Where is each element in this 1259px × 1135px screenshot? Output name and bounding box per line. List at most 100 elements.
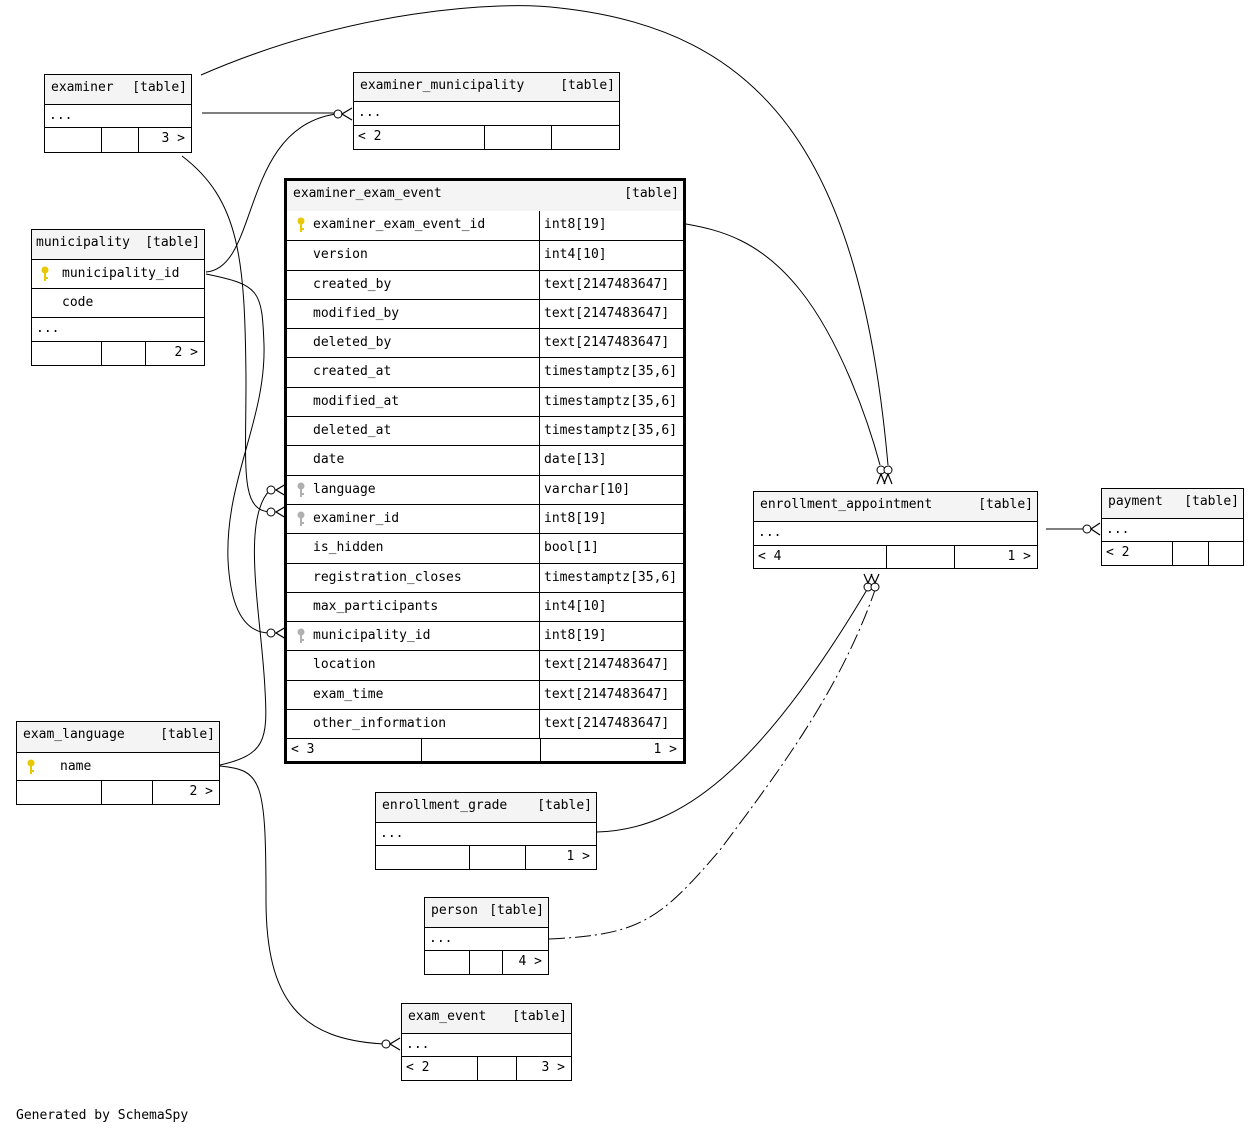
foreign-key-icon — [297, 482, 305, 497]
column-name-cell: created_by — [287, 270, 540, 299]
table-footer: < 2 — [1102, 541, 1243, 565]
table-footer: 3 > — [45, 127, 191, 152]
column-name: max_participants — [313, 598, 439, 614]
table-header: payment [table] — [1102, 489, 1243, 518]
column-name: modified_by — [313, 305, 400, 321]
marker-crows-foot — [1089, 522, 1101, 536]
more-columns: ... — [32, 317, 204, 341]
column-name-cell: date — [287, 446, 540, 475]
edge-person-enrollment-appointment — [548, 589, 876, 940]
parent-count[interactable]: < 3 — [291, 742, 315, 758]
table-examiner-municipality[interactable]: examiner_municipality [table] ... < 2 — [353, 72, 620, 150]
marker-crows-foot — [274, 483, 287, 497]
child-count[interactable]: 1 > — [653, 742, 677, 758]
column-name: municipality_id — [62, 266, 180, 281]
column-name-cell: max_participants — [287, 592, 540, 622]
column-name-cell: registration_closes — [287, 563, 540, 592]
footer-cell — [886, 546, 954, 568]
column-type: timestamptz[35,6] — [544, 569, 678, 585]
footer-cell: < 2 — [402, 1057, 477, 1080]
footer-cell — [45, 128, 101, 152]
footer-cell — [101, 342, 145, 365]
footer-cell — [469, 951, 502, 974]
table-header: examiner [table] — [45, 75, 191, 104]
table-name: enrollment_grade — [382, 798, 508, 813]
more-columns: ... — [1102, 518, 1243, 541]
table-exam-event[interactable]: exam_event [table] ... < 2 3 > — [401, 1003, 572, 1081]
column-name-cell: municipality_id — [287, 622, 540, 651]
edge-municipality-examiner-exam-event — [205, 273, 271, 634]
more-columns: ... — [354, 101, 619, 125]
table-enrollment-appointment[interactable]: enrollment_appointment [table] ... < 4 1… — [753, 491, 1038, 569]
marker-crows-foot — [388, 1037, 401, 1051]
table-header: exam_language [table] — [17, 722, 219, 752]
table-tag: [table] — [560, 78, 615, 93]
column-type: int4[10] — [544, 247, 607, 263]
parent-count[interactable]: < 4 — [758, 549, 782, 564]
marker-circle — [266, 628, 276, 638]
child-count[interactable]: 2 > — [189, 784, 213, 799]
table-footer: 2 > — [32, 341, 204, 365]
column-name-cell: modified_at — [287, 387, 540, 417]
table-name: examiner_exam_event — [293, 186, 442, 201]
child-count[interactable]: 1 > — [1007, 549, 1031, 564]
footer-cell — [101, 128, 138, 152]
table-exam-language[interactable]: exam_language [table] name 2 > — [16, 721, 220, 805]
column-name: name — [60, 759, 92, 774]
column-name: version — [313, 247, 368, 263]
column-type: text[2147483647] — [544, 276, 670, 292]
column-name: modified_at — [313, 393, 400, 409]
table-enrollment-grade[interactable]: enrollment_grade [table] ... 1 > — [375, 792, 597, 870]
parent-count[interactable]: < 2 — [1106, 545, 1130, 560]
table-tag: [table] — [512, 1009, 567, 1024]
column-name: location — [313, 657, 376, 673]
generated-by-credit: Generated by SchemaSpy — [16, 1108, 189, 1123]
footer-cell — [376, 846, 469, 869]
column-type: bool[1] — [544, 540, 599, 556]
column-name: is_hidden — [313, 540, 384, 556]
table-header: examiner_exam_event [table] — [287, 181, 683, 211]
footer-cell — [17, 781, 101, 804]
table-header: person [table] — [425, 898, 548, 927]
parent-count[interactable]: < 2 — [406, 1060, 430, 1075]
marker-crows-foot — [883, 472, 893, 485]
child-count[interactable]: 1 > — [566, 849, 590, 864]
child-count[interactable]: 3 > — [541, 1060, 565, 1075]
table-payment[interactable]: payment [table] ... < 2 — [1101, 488, 1244, 566]
table-tag: [table] — [978, 497, 1033, 512]
primary-key-icon — [41, 266, 49, 281]
table-examiner-exam-event[interactable]: examiner_exam_event [table] examiner_exa… — [284, 178, 686, 764]
edge-exam-language-examiner-exam-event — [219, 489, 271, 766]
column-name: exam_time — [313, 686, 384, 702]
marker-circle — [266, 485, 276, 495]
parent-count[interactable]: < 2 — [358, 129, 382, 144]
table-person[interactable]: person [table] ... 4 > — [424, 897, 549, 975]
child-count[interactable]: 2 > — [174, 345, 198, 360]
column-name: created_by — [313, 276, 392, 292]
table-name: municipality — [36, 235, 130, 250]
primary-key-icon — [27, 759, 35, 774]
child-count[interactable]: 4 > — [518, 954, 542, 969]
footer-cell: 1 > — [525, 846, 596, 869]
table-name: examiner_municipality — [360, 78, 525, 93]
table-tag: [table] — [1184, 494, 1239, 509]
column-name-cell: modified_by — [287, 299, 540, 329]
footer-cell: < 3 — [287, 739, 421, 763]
column-row: code — [32, 288, 204, 317]
table-municipality[interactable]: municipality [table] municipality_id cod… — [31, 229, 205, 366]
child-count[interactable]: 3 > — [161, 131, 185, 146]
table-footer: 4 > — [425, 950, 548, 974]
footer-cell — [1208, 542, 1243, 565]
column-name-cell: deleted_at — [287, 417, 540, 446]
more-columns: ... — [45, 104, 191, 127]
marker-crows-foot — [340, 107, 353, 121]
table-examiner[interactable]: examiner [table] ... 3 > — [44, 74, 192, 153]
